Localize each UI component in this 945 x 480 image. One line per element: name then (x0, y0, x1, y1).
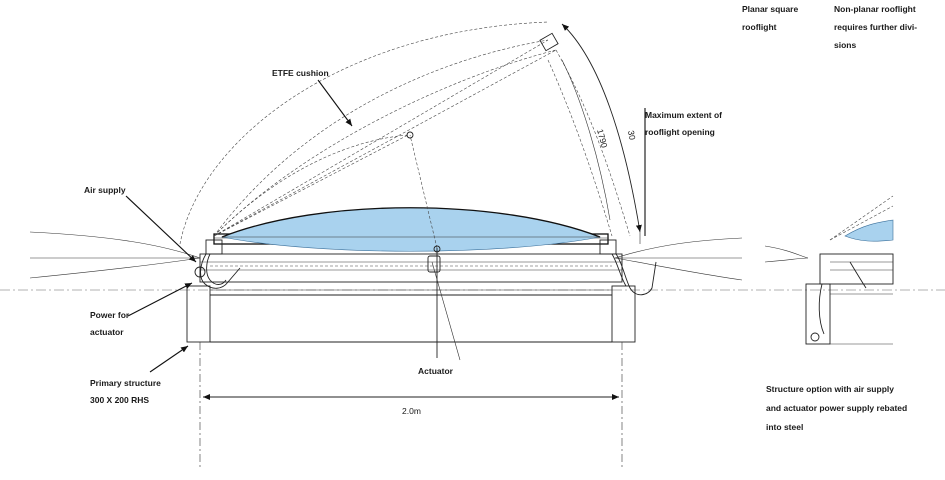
actuator-assembly (406, 131, 461, 361)
label-power-1: Power for (90, 310, 130, 320)
label-primary-1: Primary structure (90, 378, 161, 388)
label-structure-1: Structure option with air supply (766, 384, 894, 394)
label-planar-2: rooflight (742, 22, 777, 32)
label-primary-2: 300 X 200 RHS (90, 395, 149, 405)
primary-structure-frame (186, 285, 636, 470)
label-planar-1: Planar square (742, 4, 798, 14)
opening-dimension: 30 1790 (561, 23, 642, 244)
label-structure-3: into steel (766, 422, 803, 432)
roof-membrane-left (29, 231, 201, 279)
leader-power (127, 282, 193, 317)
label-structure-2: and actuator power supply rebated (766, 403, 907, 413)
label-nonplanar-3: sions (834, 40, 856, 50)
label-etfe-cushion: ETFE cushion (272, 68, 329, 78)
label-nonplanar-1: Non-planar rooflight (834, 4, 916, 14)
label-max-extent-1: Maximum extent of (645, 110, 722, 120)
leader-etfe (317, 79, 353, 127)
label-actuator: Actuator (418, 366, 454, 376)
structure-option-detail (764, 195, 894, 345)
label-nonplanar-2: requires further divi- (834, 22, 917, 32)
span-dimension: 2.0m (203, 394, 619, 416)
label-air-supply: Air supply (84, 185, 126, 195)
dim-span: 2.0m (402, 406, 421, 416)
leader-primary (149, 345, 189, 373)
roof-membrane-right (614, 237, 743, 281)
etfe-cushion (220, 207, 602, 252)
dim-angle: 30 (626, 130, 638, 141)
label-max-extent-2: rooflight opening (645, 127, 715, 137)
leader-air-supply (125, 195, 197, 263)
dim-arc-length: 1790 (595, 128, 610, 149)
kerb-upstand (199, 253, 623, 283)
right-services (611, 253, 657, 296)
air-supply-pipe (194, 253, 241, 289)
label-power-2: actuator (90, 327, 124, 337)
